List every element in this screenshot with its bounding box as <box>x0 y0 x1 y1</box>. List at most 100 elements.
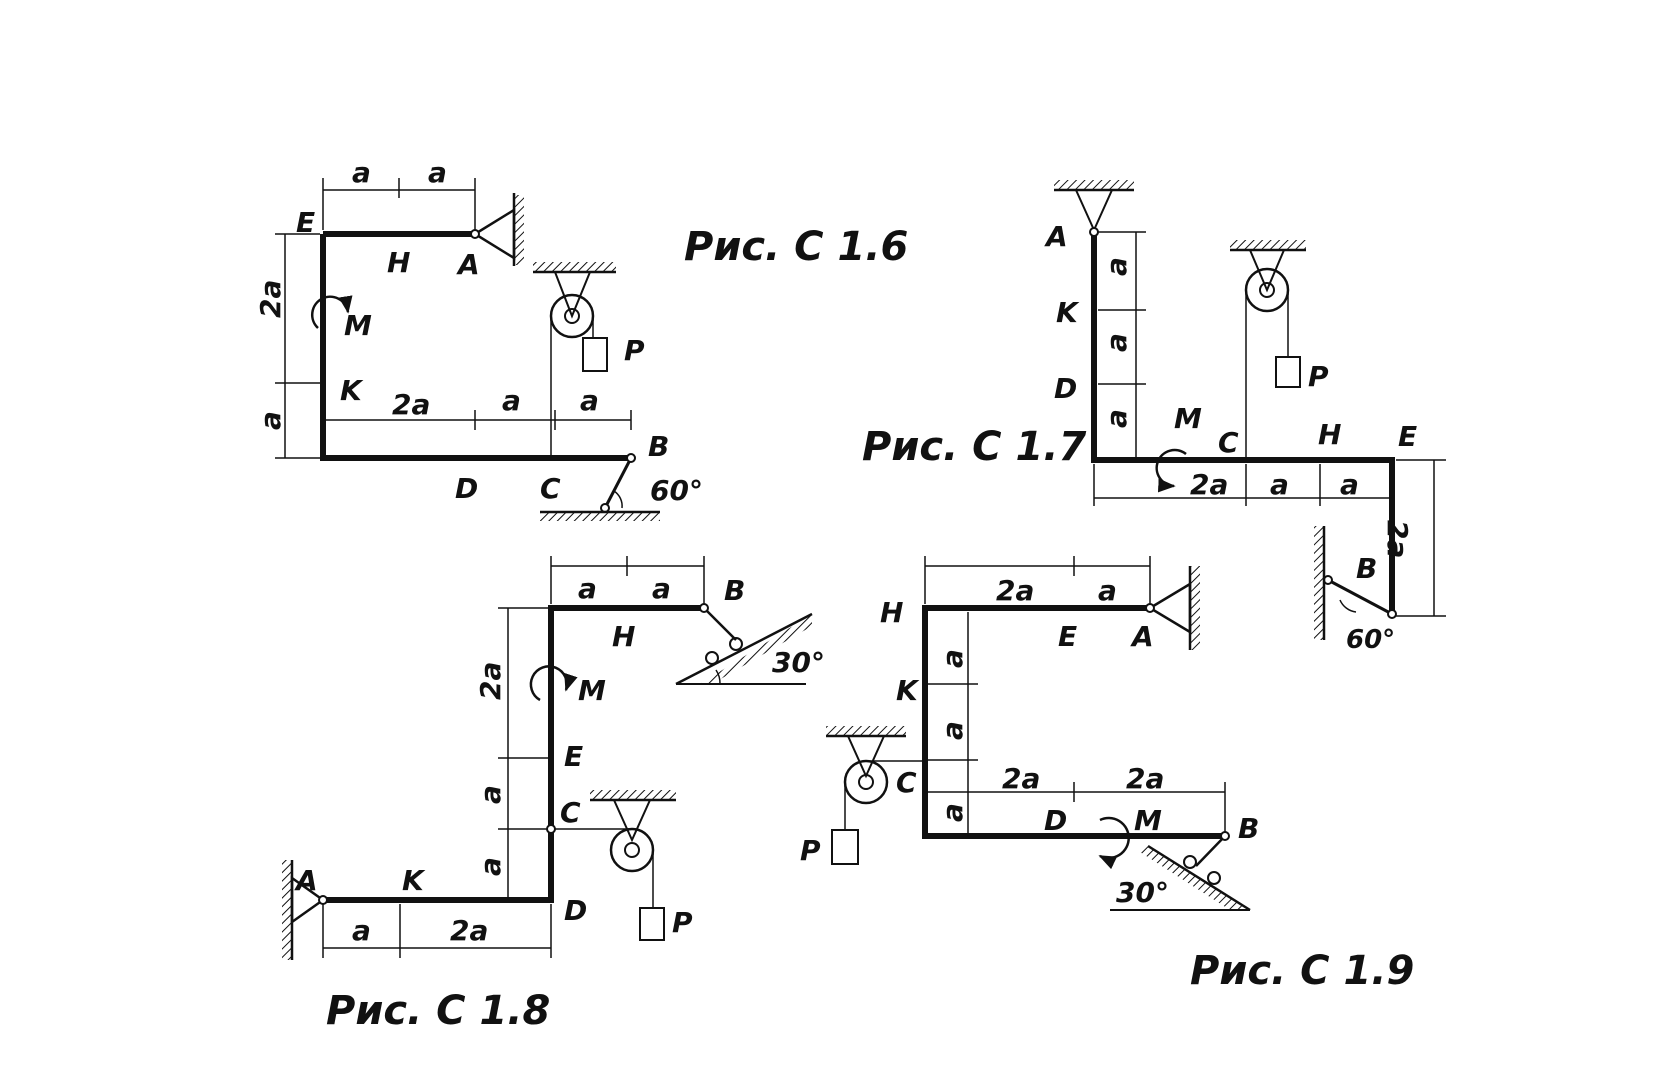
dim-c18-top <box>550 556 705 604</box>
dim-label: a <box>1098 574 1117 607</box>
dim-label: 2a <box>450 914 488 947</box>
moment-label: M <box>344 309 372 342</box>
dim-label: 2a <box>254 280 287 318</box>
angle-label: 60° <box>650 474 703 507</box>
point-label-k: K <box>402 864 426 897</box>
pulley-icon <box>546 790 676 941</box>
dim-label: a <box>428 156 447 189</box>
point-label-d: D <box>455 472 478 505</box>
dim-label: 2a <box>996 574 1034 607</box>
point-label-k: K <box>340 374 364 407</box>
load-box-icon <box>639 907 665 941</box>
point-label-h: H <box>387 246 410 279</box>
caption-c1-7: Рис. С 1.7 <box>862 424 1086 470</box>
angle-label: 30° <box>772 646 825 679</box>
dim-label: 2a <box>1126 762 1164 795</box>
dim-label: a <box>578 572 597 605</box>
figure-c1-9: 2a a H E A a a a K C 2a 2a D M B P 30° Р… <box>800 556 1414 994</box>
moment-arrow-icon <box>529 665 578 702</box>
dim-label: a <box>1100 257 1133 276</box>
load-label: P <box>672 906 693 939</box>
dim-c19-left <box>928 612 978 836</box>
dim-label: a <box>352 156 371 189</box>
dim-label: a <box>1340 468 1359 501</box>
moment-arrow-icon <box>1155 448 1187 493</box>
load-box-icon <box>1275 356 1301 388</box>
figure-c1-7: A K D a a a M C H E P 2a a a 2a B 60° Ри… <box>862 180 1446 655</box>
point-label-a: A <box>1044 220 1068 253</box>
point-label-c: C <box>540 472 561 505</box>
angle-label: 30° <box>1116 876 1169 909</box>
load-box-icon <box>831 829 859 865</box>
point-label-a: A <box>294 864 318 897</box>
dim-label: a <box>1100 333 1133 352</box>
roller-support-b-icon <box>1110 831 1251 912</box>
roller-support-b-icon <box>675 603 813 686</box>
point-label-a: A <box>456 248 480 281</box>
load-label: P <box>800 834 821 867</box>
point-label-k: K <box>896 674 920 707</box>
dim-label: a <box>1270 468 1289 501</box>
moment-label: M <box>578 674 606 707</box>
point-label-c: C <box>560 796 581 829</box>
point-label-a: A <box>1130 620 1154 653</box>
load-label: P <box>1308 360 1329 393</box>
angle-label: 60° <box>1346 625 1395 655</box>
dim-label: a <box>502 384 521 417</box>
rod-support-b-icon <box>1314 526 1397 640</box>
point-label-h: H <box>880 596 903 629</box>
point-label-e: E <box>1398 420 1417 453</box>
point-label-k: K <box>1056 296 1080 329</box>
dim-c18-left <box>498 607 548 900</box>
dim-c16-left <box>275 233 320 459</box>
pulley-icon <box>533 262 616 458</box>
load-box-icon <box>582 337 608 372</box>
dim-label: 2a <box>1381 520 1414 558</box>
figure-c1-8: a a B H 30° M 2a a a E C A K D P a 2a Ри… <box>282 556 825 1034</box>
dim-c16-bottom <box>323 410 632 430</box>
dim-label: a <box>936 803 969 822</box>
pulley-icon <box>1230 240 1306 460</box>
dim-c16-top <box>322 178 476 230</box>
pin-support-a-icon <box>1054 180 1134 237</box>
moment-label: M <box>1134 804 1162 837</box>
dim-c19-mid <box>925 782 1226 832</box>
frame-c16-left-bottom <box>320 234 631 461</box>
dim-label: 2a <box>1190 468 1228 501</box>
point-label-b: B <box>1356 552 1377 585</box>
dim-label: a <box>936 649 969 668</box>
point-label-b: B <box>648 430 669 463</box>
dim-c17-left <box>1098 231 1146 460</box>
point-label-c: C <box>896 766 917 799</box>
point-label-b: B <box>1238 812 1259 845</box>
dim-c17-right <box>1396 459 1446 617</box>
frame-c18 <box>323 605 704 903</box>
dim-c19-top <box>924 556 1151 604</box>
dim-label: a <box>352 914 371 947</box>
rod-support-b-icon <box>540 453 660 521</box>
dim-label: a <box>652 572 671 605</box>
dim-c17-bottom <box>1093 464 1392 506</box>
point-label-e: E <box>296 206 315 239</box>
point-label-e: E <box>564 740 583 773</box>
dim-label: 2a <box>392 388 430 421</box>
pin-support-a-icon <box>282 860 328 960</box>
pulley-icon <box>826 726 925 865</box>
dim-c18-bottom <box>322 904 552 958</box>
point-label-h: H <box>1318 418 1341 451</box>
moment-label: M <box>1174 402 1202 435</box>
frame-c17 <box>1091 232 1395 616</box>
point-label-d: D <box>1044 804 1067 837</box>
pin-support-a-icon <box>1145 566 1200 650</box>
dim-label: 2a <box>1002 762 1040 795</box>
moment-arrow-icon <box>311 295 353 329</box>
dim-label: a <box>254 411 287 430</box>
frame-c19 <box>922 605 1225 839</box>
figure-c1-6: a a E H A M P K 2a a 2a a a B D C 60° Ри… <box>254 156 908 521</box>
point-label-h: H <box>612 620 635 653</box>
load-label: P <box>624 334 645 367</box>
dim-label: a <box>474 785 507 804</box>
dim-label: a <box>580 384 599 417</box>
dim-label: a <box>1100 409 1133 428</box>
